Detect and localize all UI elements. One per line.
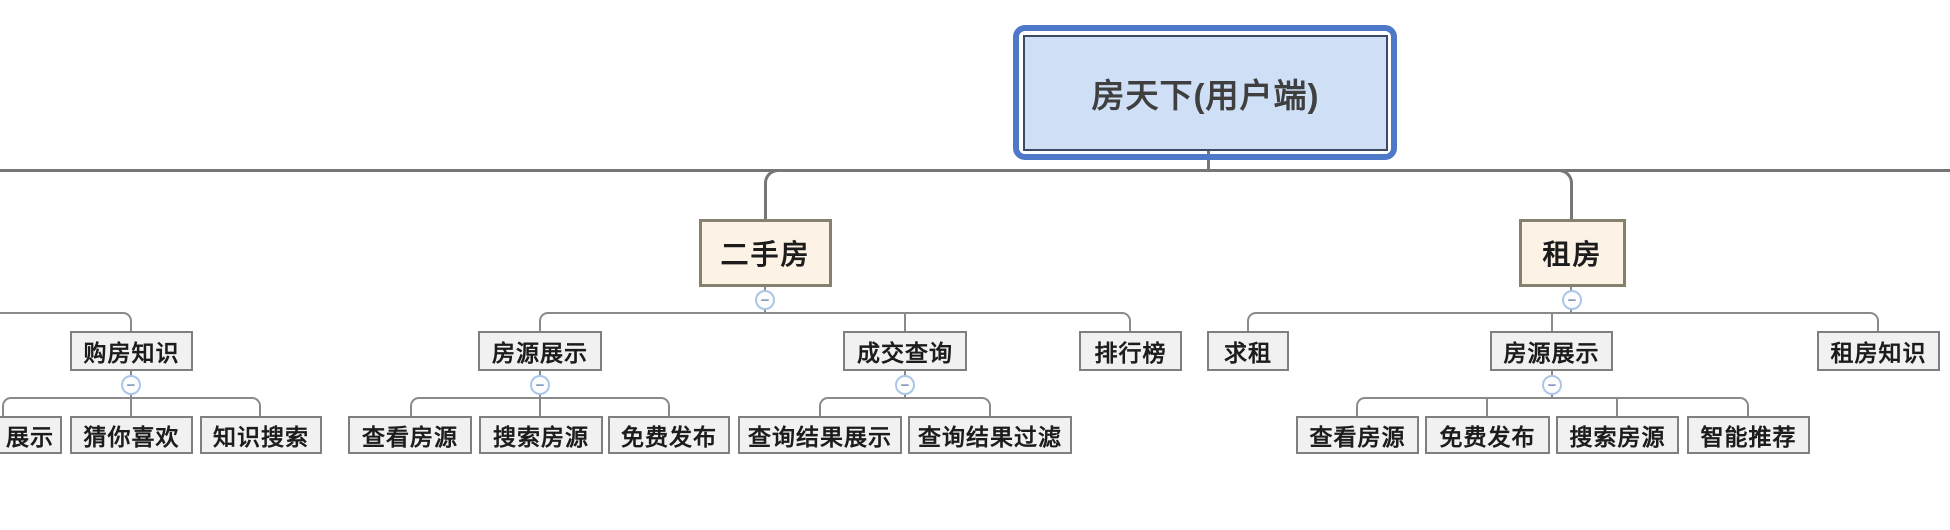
- connector-stem-deal-query: [904, 312, 906, 331]
- root-selection-outline: [1013, 25, 1397, 160]
- collapse-icon[interactable]: −: [1542, 375, 1562, 395]
- subtopic-node-display-clipped[interactable]: 展示: [0, 416, 62, 454]
- topic-node-rent-request[interactable]: 求租: [1207, 331, 1289, 371]
- connector-root-stem: [1207, 150, 1210, 172]
- connector-stem-search-listings: [539, 397, 541, 416]
- connector-stem-search-listings-rental: [1616, 397, 1618, 416]
- connector-stem-rental-listing: [1551, 312, 1553, 331]
- subtopic-node-free-publish[interactable]: 免费发布: [608, 416, 730, 454]
- topic-node-ranking-list[interactable]: 排行榜: [1079, 331, 1182, 371]
- connector-stem-free-publish-rental: [1486, 397, 1488, 416]
- subtopic-node-free-publish-rental[interactable]: 免费发布: [1425, 416, 1550, 454]
- topic-node-rental-knowledge[interactable]: 租房知识: [1817, 331, 1940, 371]
- connector-line-rental-listing-children: [1356, 397, 1749, 416]
- collapse-icon[interactable]: −: [1562, 290, 1582, 310]
- topic-node-listing-display[interactable]: 房源展示: [478, 331, 602, 371]
- connector-line-renting-children: [1247, 312, 1879, 331]
- collapse-icon[interactable]: −: [755, 290, 775, 310]
- topic-node-deal-query[interactable]: 成交查询: [843, 331, 967, 371]
- collapse-icon[interactable]: −: [530, 375, 550, 395]
- subtopic-node-query-result-display[interactable]: 查询结果展示: [738, 416, 902, 454]
- root-topic-node[interactable]: 房天下(用户端): [1023, 35, 1388, 151]
- subtopic-node-knowledge-search[interactable]: 知识搜索: [200, 416, 322, 454]
- subtopic-node-guess-you-like[interactable]: 猜你喜欢: [70, 416, 193, 454]
- subtopic-node-query-result-filter[interactable]: 查询结果过滤: [908, 416, 1072, 454]
- subtopic-node-search-listings[interactable]: 搜索房源: [479, 416, 603, 454]
- connector-root-children-line: [0, 169, 1950, 172]
- connector-line-offscreen-branch: [0, 312, 132, 331]
- subtopic-node-smart-recommend[interactable]: 智能推荐: [1687, 416, 1810, 454]
- connector-elbow-second-hand: [764, 169, 790, 219]
- collapse-icon[interactable]: −: [121, 375, 141, 395]
- collapse-icon[interactable]: −: [895, 375, 915, 395]
- topic-node-rental-listing-display[interactable]: 房源展示: [1490, 331, 1613, 371]
- subtopic-node-view-listings-rental[interactable]: 查看房源: [1296, 416, 1419, 454]
- branch-node-renting[interactable]: 租房: [1519, 219, 1626, 287]
- connector-line-second-hand-children: [539, 312, 1131, 331]
- connector-elbow-renting: [1547, 169, 1573, 219]
- connector-line-deal-query-children: [819, 397, 991, 416]
- topic-node-purchase-knowledge[interactable]: 购房知识: [70, 331, 193, 371]
- branch-node-second-hand-house[interactable]: 二手房: [699, 219, 832, 287]
- connector-stem-guess-you-like: [130, 397, 132, 416]
- subtopic-node-view-listings[interactable]: 查看房源: [348, 416, 472, 454]
- subtopic-node-search-listings-rental[interactable]: 搜索房源: [1556, 416, 1679, 454]
